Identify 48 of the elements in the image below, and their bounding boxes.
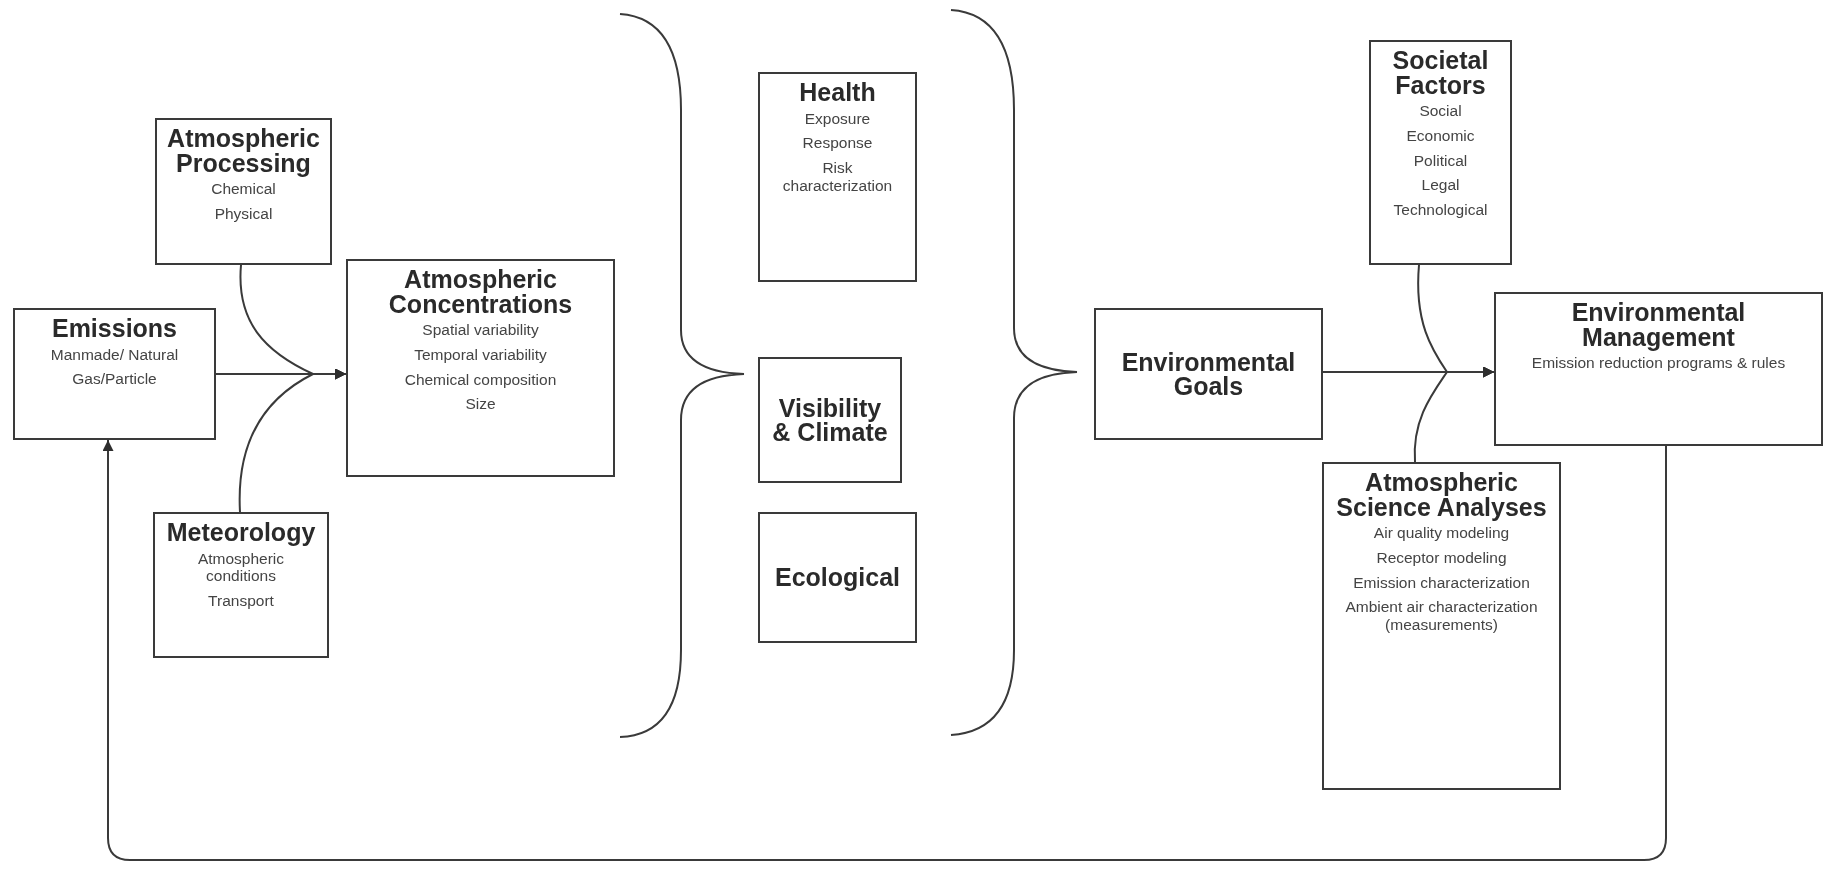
box-heading: Emissions xyxy=(51,316,178,341)
box-item: Chemical composition xyxy=(404,370,557,389)
box-item: Legal xyxy=(1421,176,1460,195)
process-box xyxy=(153,512,329,658)
box-item: Emission reduction programs & rules xyxy=(1531,354,1786,372)
box-item: Gas/Particle xyxy=(72,370,157,389)
box-heading: Atmospheric Concentrations xyxy=(387,267,574,316)
box-item: Risk characterization xyxy=(781,159,894,195)
process-box xyxy=(758,512,917,643)
box-item: Temporal variability xyxy=(414,345,547,364)
box-heading: Meteorology xyxy=(166,520,316,545)
box-item: Economic xyxy=(1406,126,1475,145)
box-item: Chemical xyxy=(211,180,276,198)
box-heading: Ecological xyxy=(774,565,900,590)
box-item: Size xyxy=(465,395,496,414)
box-item: Technological xyxy=(1393,201,1488,220)
box-item: Atmospheric conditions xyxy=(196,549,286,586)
process-box xyxy=(13,308,216,440)
box-heading: Atmospheric Processing xyxy=(166,126,321,175)
arrow xyxy=(238,368,347,513)
box-item: Response xyxy=(802,134,873,153)
box-item: Receptor modeling xyxy=(1376,548,1507,567)
box-item: Physical xyxy=(214,204,273,223)
process-box xyxy=(1369,40,1512,265)
box-item: Ambient air characterization (measurements) xyxy=(1344,598,1539,635)
box-heading: Environmental Goals xyxy=(1120,349,1297,399)
box-heading: Societal Factors xyxy=(1391,48,1490,97)
process-box xyxy=(758,72,917,282)
box-item: Exposure xyxy=(804,109,871,128)
arrow xyxy=(102,439,1667,861)
box-heading: Environmental Management xyxy=(1570,300,1747,349)
box-item: Spatial variability xyxy=(422,321,539,339)
box-heading: Health xyxy=(799,80,876,105)
box-item: Social xyxy=(1419,102,1462,120)
box-item: Transport xyxy=(208,592,274,610)
process-box xyxy=(346,259,615,477)
process-box xyxy=(1322,462,1561,790)
process-box xyxy=(1094,308,1323,440)
box-heading: Atmospheric Science Analyses xyxy=(1335,470,1548,519)
process-box xyxy=(1494,292,1823,446)
arrow xyxy=(1413,366,1495,463)
box-heading: Visibility & Climate xyxy=(771,395,889,445)
process-box xyxy=(758,357,902,483)
box-item: Air quality modeling xyxy=(1373,524,1510,542)
box-item: Political xyxy=(1413,151,1468,170)
process-box xyxy=(155,118,332,265)
box-item: Manmade/ Natural xyxy=(50,345,179,364)
box-item: Emission characterization xyxy=(1353,573,1530,592)
